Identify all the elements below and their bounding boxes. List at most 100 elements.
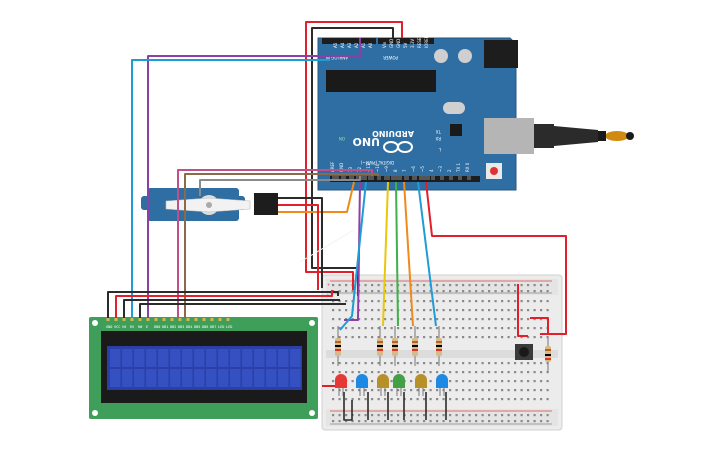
lcd-pin-label: DB7 xyxy=(210,325,216,329)
wire-green xyxy=(395,181,399,327)
wire-blue-b xyxy=(417,181,437,327)
arduino-pin-label: A0 xyxy=(368,42,373,48)
led xyxy=(393,374,405,388)
lcd-pin-label: DB1 xyxy=(162,325,168,329)
lcd-pin-label: DB3 xyxy=(178,325,184,329)
lcd-pin-label: VCC xyxy=(114,325,120,329)
analog-label: ANALOG IN xyxy=(326,55,348,60)
wire-servo-signal xyxy=(278,181,355,213)
arduino-pin-label: GND xyxy=(339,163,344,172)
servo-connector xyxy=(254,193,278,215)
lcd-pin-label: DB6 xyxy=(202,325,208,329)
push-button[interactable] xyxy=(515,344,533,360)
breadboard-holes xyxy=(332,284,549,423)
arduino-pin-label: ~11 xyxy=(366,163,371,172)
rx-label: RX xyxy=(435,136,441,141)
tx-label: TX xyxy=(436,129,442,134)
led xyxy=(415,374,427,388)
lcd-pin-label: DB5 xyxy=(194,325,200,329)
lcd-pin-label: RW xyxy=(138,325,143,329)
arduino-pin-label: A3 xyxy=(347,42,352,48)
wire-lcd-vcc xyxy=(115,290,333,318)
button-pulldown-resistor xyxy=(545,338,551,372)
wire-yellow xyxy=(382,181,389,327)
led xyxy=(436,374,448,388)
wire-button-red xyxy=(425,181,567,335)
arduino-pin-label: A2 xyxy=(354,42,359,48)
lcd-pin-label: LED xyxy=(226,325,232,329)
arduino-pin-label: GND xyxy=(396,39,401,48)
usb-cable xyxy=(534,124,634,148)
arduino-pin-label: ~6 xyxy=(411,166,416,172)
wire-gray xyxy=(199,176,361,196)
wire-blue-a xyxy=(131,59,330,318)
usb-port xyxy=(484,118,534,154)
on-label: ON xyxy=(339,136,345,141)
lcd-pin-label: V0 xyxy=(122,325,126,329)
lcd-character-cells xyxy=(110,349,301,387)
arduino-pin-label: 2 xyxy=(447,169,452,172)
arduino-pin-label: IOREF xyxy=(424,35,429,48)
wires xyxy=(107,21,567,421)
wire-purple-a xyxy=(147,38,361,318)
leds xyxy=(335,374,448,396)
arduino-pin-label: 4 xyxy=(429,169,434,172)
arduino-pin-label: Vin xyxy=(382,41,387,48)
arduino-pin-label: A5 xyxy=(333,42,338,48)
wire-5v xyxy=(305,21,403,290)
arduino-pin-label: ~3 xyxy=(438,166,443,172)
arduino-pin-label: RX 0 xyxy=(465,162,470,172)
wire-lcd-gnd xyxy=(107,291,339,318)
arduino-pin-label: TX 1 xyxy=(456,163,461,173)
lcd-pin-label: DB4 xyxy=(186,325,192,329)
arduino-pin-label: A1 xyxy=(361,42,366,48)
led xyxy=(356,374,368,388)
atmega-chip xyxy=(326,70,436,92)
arduino-pin-label: AREF xyxy=(330,161,335,172)
arduino-brand: ARDUINO xyxy=(372,129,414,138)
arduino-pin-label: 5V xyxy=(403,42,408,48)
rail-plus-label: + xyxy=(327,282,330,287)
wire-blue-c xyxy=(339,181,367,331)
wire-lcd-rw xyxy=(139,303,346,318)
arduino-pin-label: A4 xyxy=(340,42,345,48)
arduino-pin-label: 7 xyxy=(402,169,407,172)
rail-minus-label: - xyxy=(327,292,329,297)
arduino-pin-label: RESET xyxy=(417,35,422,48)
arduino-pin-label: ~5 xyxy=(420,166,425,172)
arduino-pin-label: ~10 xyxy=(375,163,380,172)
wire-btn-vcc xyxy=(530,317,549,334)
wire-led1-gnd xyxy=(343,392,353,421)
wire-orange xyxy=(403,181,414,327)
wire-lcd-v0 xyxy=(123,299,340,318)
lcd-pin-label: LED xyxy=(218,325,224,329)
digital-label: DIGITAL (PWM~) xyxy=(360,160,394,165)
led xyxy=(335,374,347,388)
arduino-pin-label: 3.3V xyxy=(410,39,415,48)
arduino-pin-label: ~9 xyxy=(384,166,389,172)
wire-servo-vcc xyxy=(278,204,319,290)
lcd-pin-label: RS xyxy=(130,325,134,329)
led xyxy=(377,374,389,388)
lcd-pin-label: E xyxy=(146,325,148,329)
wire-servo-gnd xyxy=(278,197,323,288)
lcd-pin-label: GND xyxy=(106,325,112,329)
wire-rail-red xyxy=(517,284,528,337)
wire-white xyxy=(299,229,355,263)
wire-brown xyxy=(184,173,379,318)
arduino-uno: ARDUINO UNO DIGITAL (PWM~) POWER ANALOG … xyxy=(317,35,534,191)
servo-motor xyxy=(141,188,278,221)
arduino-model: UNO xyxy=(353,135,381,148)
arduino-logo-icon xyxy=(383,141,413,153)
power-jack xyxy=(484,40,518,68)
arduino-pin-label: 8 xyxy=(393,169,398,172)
lcd-pin-label: DB2 xyxy=(170,325,176,329)
power-label: POWER xyxy=(383,55,398,60)
resistors xyxy=(335,326,442,366)
arduino-pin-label: GND xyxy=(389,39,394,48)
l-label: L xyxy=(438,147,441,152)
